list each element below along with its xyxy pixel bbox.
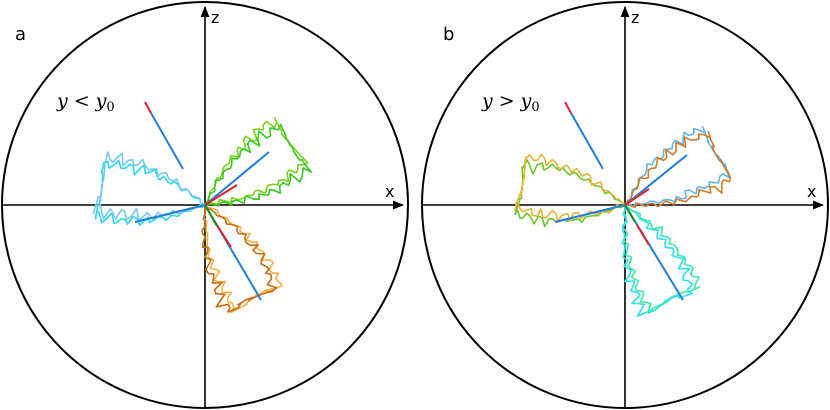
ray-blue-left <box>554 204 626 223</box>
direction-rays <box>134 101 270 301</box>
z-axis-label: z <box>631 8 639 27</box>
panel-label: a <box>15 24 26 45</box>
panel-b: x z b y>y0 <box>421 1 829 409</box>
ray-blue-upper-left <box>150 112 184 170</box>
panel-label: b <box>443 24 454 45</box>
ray-blue-left <box>134 204 206 223</box>
direction-rays <box>554 101 688 301</box>
ray-green-lower-right <box>204 204 218 227</box>
petal-curve-2 <box>92 151 206 222</box>
x-axis-label: x <box>807 182 816 201</box>
petal-curve-1 <box>203 117 309 206</box>
ray-red-lower-right <box>636 224 650 246</box>
petal-curve-2 <box>204 123 313 207</box>
petal-curve-2 <box>621 205 694 317</box>
ray-red-upper-right <box>204 184 238 206</box>
petal-left <box>92 151 207 226</box>
petal-curve-1 <box>203 204 283 314</box>
ray-blue-upper-right <box>624 154 688 206</box>
condition-label: y<y0 <box>56 90 115 115</box>
petal-left <box>514 153 627 228</box>
ray-green-lower-right <box>624 204 636 223</box>
ray-red-upper-left <box>144 101 152 114</box>
z-axis-label: z <box>211 8 219 27</box>
panel-a: x z a y<y0 <box>1 1 409 409</box>
petal-upper-right <box>623 126 732 209</box>
ray-blue-upper-right <box>204 151 270 206</box>
petal-upper-right <box>203 117 313 207</box>
petal-lower-right <box>621 204 701 317</box>
petal-lower-right <box>201 204 283 314</box>
petal-curve-2 <box>514 153 626 222</box>
petal-curve-2 <box>623 131 732 209</box>
condition-label: y>y0 <box>481 90 540 115</box>
ray-blue-upper-left <box>570 112 604 170</box>
ray-red-upper-left <box>564 101 572 114</box>
x-axis-label: x <box>385 182 394 201</box>
petal-curve-2 <box>201 204 278 313</box>
ray-red-upper-right <box>624 188 650 206</box>
